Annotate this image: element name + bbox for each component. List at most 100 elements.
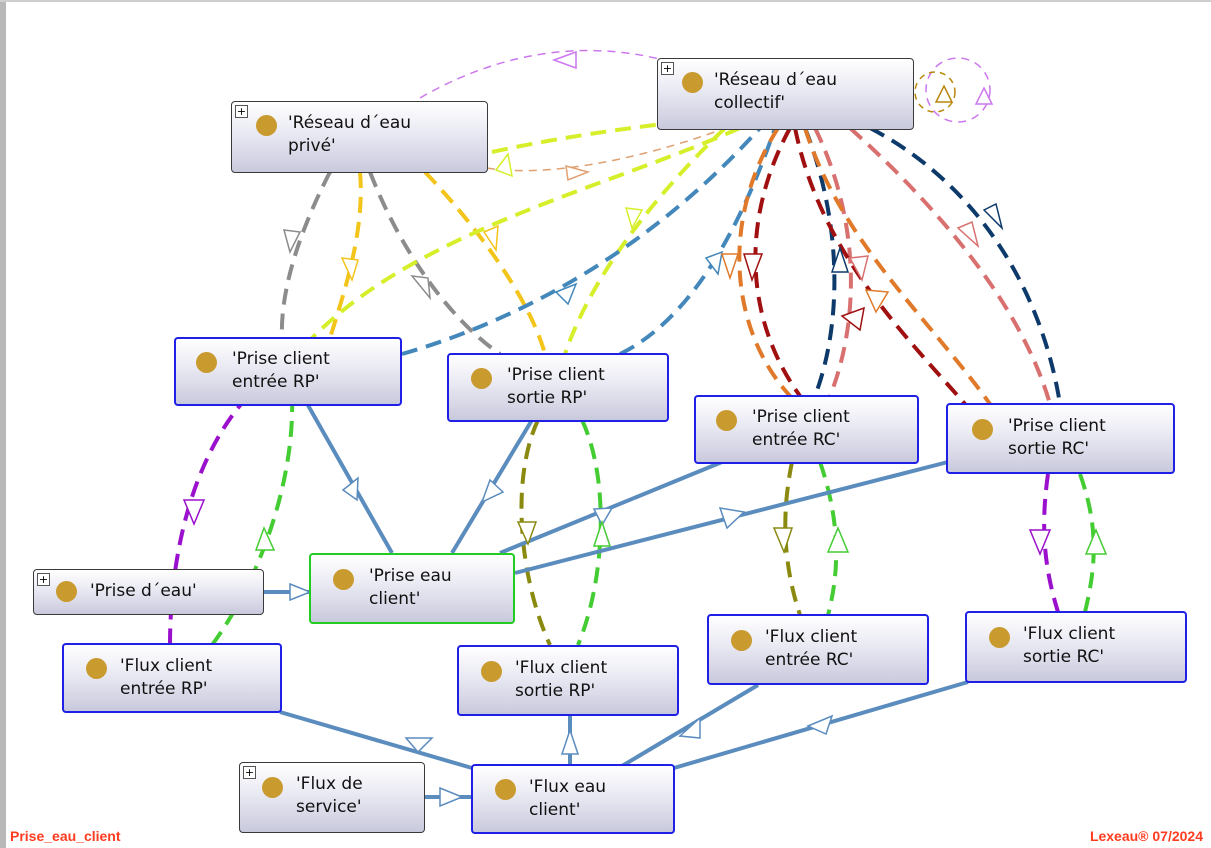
node-dot-icon [682,72,703,93]
arrow-peach-1 [565,164,591,182]
expand-icon[interactable]: + [243,766,256,779]
node-label: 'Réseau d´eau privé' [288,113,412,156]
arrow-orange-1 [720,253,740,281]
edge-collectif-self-loop-purple [925,57,991,123]
node-label: 'Flux eau client' [529,777,607,820]
arrow-lime-1 [494,152,513,178]
node-dot-icon [495,779,516,800]
arrow-solid-10 [439,786,464,808]
edge-prive-entree-rp-grey [279,171,332,339]
expand-icon[interactable]: + [661,62,674,75]
edge-solid-flux-entree-rp-flux-eau [279,710,473,770]
node-prise-client-sortie-rc[interactable]: 'Prise client sortie RC' [946,403,1175,474]
node-prise-eau-client[interactable]: 'Prise eau client' [309,553,515,624]
edge-entree-rp-flux-green [210,395,295,647]
edge-collectif-sortie-rc-red [793,127,967,406]
edge-collectif-sortie-rc-navy [869,126,1062,405]
node-prise-client-sortie-rp[interactable]: 'Prise client sortie RP' [447,353,669,422]
node-reseau-prive[interactable]: + 'Réseau d´eau privé' [231,101,488,173]
node-flux-client-entree-rc[interactable]: 'Flux client entrée RC' [707,614,929,685]
node-dot-icon [989,627,1010,648]
node-dot-icon [256,115,277,136]
node-dot-icon [262,777,283,798]
node-reseau-collectif[interactable]: + 'Réseau d´eau collectif' [657,58,914,130]
node-dot-icon [716,410,737,431]
arrow-solid-2 [480,478,505,504]
arrow-olive-1 [516,521,538,546]
node-label: 'Prise eau client' [369,566,452,609]
arrow-navy-2 [982,202,1004,231]
arrow-blue-2 [704,250,723,276]
arrow-solid-5 [289,582,313,602]
node-prise-client-entree-rc[interactable]: 'Prise client entrée RC' [694,395,919,464]
node-label: 'Flux client sortie RP' [515,658,608,701]
edge-collectif-self-loop-brown [914,71,956,113]
edge-entree-rp-collectif-blue [401,126,762,356]
node-dot-icon [481,661,502,682]
node-flux-client-entree-rp[interactable]: 'Flux client entrée RP' [62,643,282,713]
arrow-purple-2 [1028,529,1052,556]
arrow-solid-8 [678,716,701,739]
arrow-orange-2 [864,289,890,314]
arrow-green-4 [1084,528,1108,555]
arrow-solid-9 [806,714,834,736]
node-label: 'Prise client sortie RP' [507,365,605,408]
edge-prive-sortie-rp-grey [368,171,502,356]
edge-prive-entree-rp-yellow [328,171,363,339]
arrow-purple-loop [974,86,994,105]
edge-collectif-entree-rp-lime [310,126,741,340]
node-label: 'Prise client sortie RC' [1008,416,1106,459]
expand-icon[interactable]: + [37,573,50,586]
node-dot-icon [196,352,217,373]
arrow-grey-2 [410,275,431,301]
edge-sortie-rp-flux-green [576,419,603,646]
node-prise-deau[interactable]: + 'Prise d´eau' [33,569,264,615]
left-border [0,0,6,848]
arrow-green-2 [592,519,612,547]
node-flux-de-service[interactable]: + 'Flux de service' [239,762,425,833]
node-flux-client-sortie-rc[interactable]: 'Flux client sortie RC' [965,611,1187,683]
node-label: 'Prise client entrée RP' [232,349,330,392]
edge-collectif-sortie-rc-salmon [848,126,1052,405]
edge-sortie-rp-collectif-blue [619,127,777,356]
arrow-navy-1 [830,245,850,273]
edge-prive-sortie-rp-yellow [423,170,547,355]
arrow-salmon-2 [956,220,980,249]
footer-copyright: Lexeau® 07/2024 [1089,828,1203,844]
node-dot-icon [731,630,752,651]
node-dot-icon [333,569,354,590]
expand-icon[interactable]: + [235,105,248,118]
edge-collectif-sortie-rc-orange [803,127,992,406]
node-dot-icon [86,658,107,679]
arrow-purple-1 [182,499,206,526]
arrow-red-2 [840,306,865,332]
arrow-salmon-1 [848,255,869,283]
arrow-solid-3 [592,507,614,527]
arrow-grey-1 [282,229,302,255]
arrow-green-3 [826,526,850,553]
node-prise-client-entree-rp[interactable]: 'Prise client entrée RP' [174,337,402,406]
node-label: 'Prise d´eau' [90,581,197,601]
arrow-solid-7 [560,727,580,755]
arrow-olive-2 [772,527,794,555]
edge-solid-flux-entree-rc-flux-eau [620,683,760,768]
arrow-solid-6 [404,737,434,754]
edge-collectif-entree-rc-orange [737,126,792,398]
node-label: 'Prise client entrée RC' [752,407,850,450]
edge-solid-entree-rp-prise-eau [303,399,394,554]
edge-collectif-sortie-rp-lime [563,126,727,355]
footer-diagram-name: Prise_eau_client [10,828,121,844]
top-border [0,0,1211,2]
node-dot-icon [471,368,492,389]
arrow-blue-1 [554,282,578,306]
edge-collectif-entree-rc-salmon [813,127,853,397]
node-flux-client-sortie-rp[interactable]: 'Flux client sortie RP' [457,645,679,716]
edge-sortie-rc-flux-purple [1042,473,1060,613]
node-flux-eau-client[interactable]: 'Flux eau client' [471,764,675,834]
arrow-red-1 [742,253,764,283]
node-dot-icon [56,581,77,602]
edge-collectif-entree-rc-navy [803,127,837,397]
node-label: 'Flux client entrée RC' [765,627,858,670]
